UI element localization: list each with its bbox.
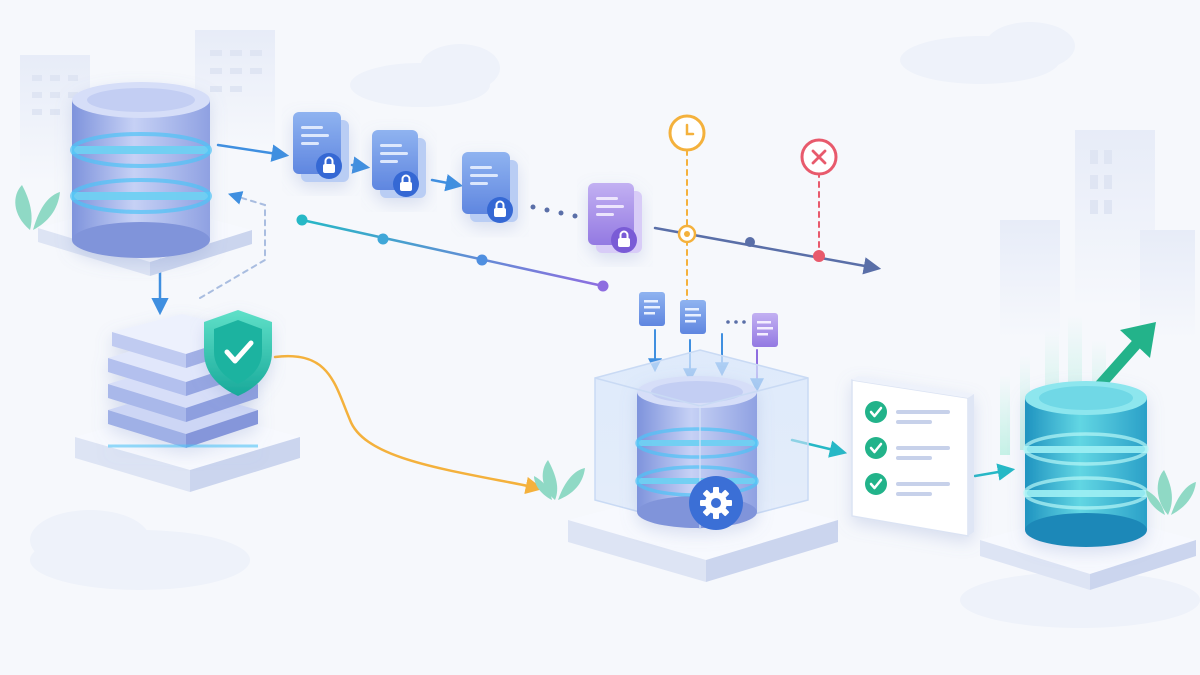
backup-database <box>75 310 300 492</box>
flow-arrow <box>430 174 464 192</box>
encrypted-file <box>372 130 426 198</box>
small-file <box>639 292 665 326</box>
plant-icon <box>534 460 585 500</box>
orange-flow-curve <box>273 354 544 495</box>
flow-arrow <box>350 156 371 174</box>
lock-icon <box>316 153 342 179</box>
cloud-icon <box>30 22 1200 628</box>
ellipsis-dots <box>530 204 578 219</box>
flow-arrow <box>973 463 1016 481</box>
close-icon <box>800 138 838 176</box>
timeline-node <box>296 214 308 226</box>
lock-icon <box>611 227 637 253</box>
connectors <box>151 143 1016 495</box>
background-scenery <box>20 22 1200 628</box>
timeline-node <box>377 233 389 245</box>
encrypted-file <box>588 183 642 253</box>
flow-arrow <box>216 143 290 162</box>
check-icon <box>865 401 887 423</box>
encrypted-file <box>293 112 349 182</box>
timeline-node <box>476 254 488 266</box>
timeline-node <box>597 280 609 292</box>
validation-checklist <box>851 376 974 537</box>
check-icon <box>865 473 887 495</box>
ellipsis-dots <box>726 320 746 324</box>
building-icon <box>20 30 275 185</box>
lock-icon <box>393 171 419 197</box>
lock-icon <box>487 197 513 223</box>
small-file <box>680 300 706 334</box>
plant-icon <box>15 185 60 230</box>
timeline-node <box>745 237 755 247</box>
shield-check-icon <box>204 310 272 396</box>
clock-icon <box>668 114 706 152</box>
encrypted-file <box>462 152 518 223</box>
target-database <box>980 315 1196 590</box>
processing-database <box>534 349 838 582</box>
trend-up-arrow-icon <box>1094 322 1156 391</box>
timeline-node <box>813 250 825 262</box>
building-icon <box>1000 130 1195 340</box>
gear-icon <box>689 476 743 530</box>
small-file <box>752 313 778 347</box>
plant-icon <box>1146 470 1196 515</box>
source-database <box>15 82 252 276</box>
timeline-nodes <box>296 214 825 292</box>
check-icon <box>865 437 887 459</box>
dashed-return-line <box>199 191 266 299</box>
timeline-line <box>300 218 605 288</box>
